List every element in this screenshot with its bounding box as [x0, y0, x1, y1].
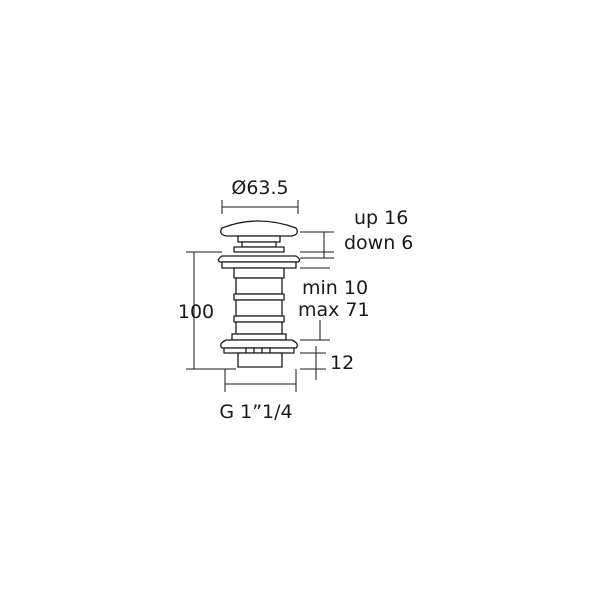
nut-label: 12	[330, 352, 354, 374]
diameter-label: Ø63.5	[231, 177, 288, 199]
height-dimension: 100	[178, 251, 236, 370]
travel-down-label: down 6	[344, 232, 413, 254]
thickness-min-label: min 10	[302, 277, 368, 299]
flange-lower	[221, 261, 297, 269]
thread-dimension: G 1”1/4	[219, 369, 297, 423]
thickness-max-label: max 71	[298, 299, 370, 321]
thread-tail	[237, 352, 283, 368]
plug-ring	[233, 246, 285, 253]
thread-label: G 1”1/4	[219, 401, 292, 423]
body-section-2	[233, 293, 285, 301]
waste-body	[217, 220, 301, 368]
travel-up-label: up 16	[354, 207, 408, 229]
cap-stem-lower	[241, 241, 277, 248]
travel-dimension: up 16 down 6	[300, 207, 413, 259]
nut-tab-left	[245, 347, 255, 354]
cap	[220, 220, 298, 237]
body-section-4	[233, 315, 285, 323]
body-section-6	[231, 333, 287, 341]
height-label: 100	[178, 301, 214, 323]
nut-tab-right	[261, 347, 271, 354]
body-upper	[233, 267, 285, 279]
body-section-3	[235, 299, 283, 317]
cap-stem	[237, 235, 281, 243]
lock-nut-base	[223, 347, 295, 354]
nut-dimension: 12	[300, 346, 354, 380]
thickness-dimension: min 10 max 71	[298, 267, 370, 341]
lock-nut	[220, 339, 298, 349]
diameter-dimension: Ø63.5	[221, 177, 299, 214]
top-flange	[217, 255, 301, 263]
body-section-1	[235, 277, 283, 295]
body-section-5	[235, 321, 283, 335]
